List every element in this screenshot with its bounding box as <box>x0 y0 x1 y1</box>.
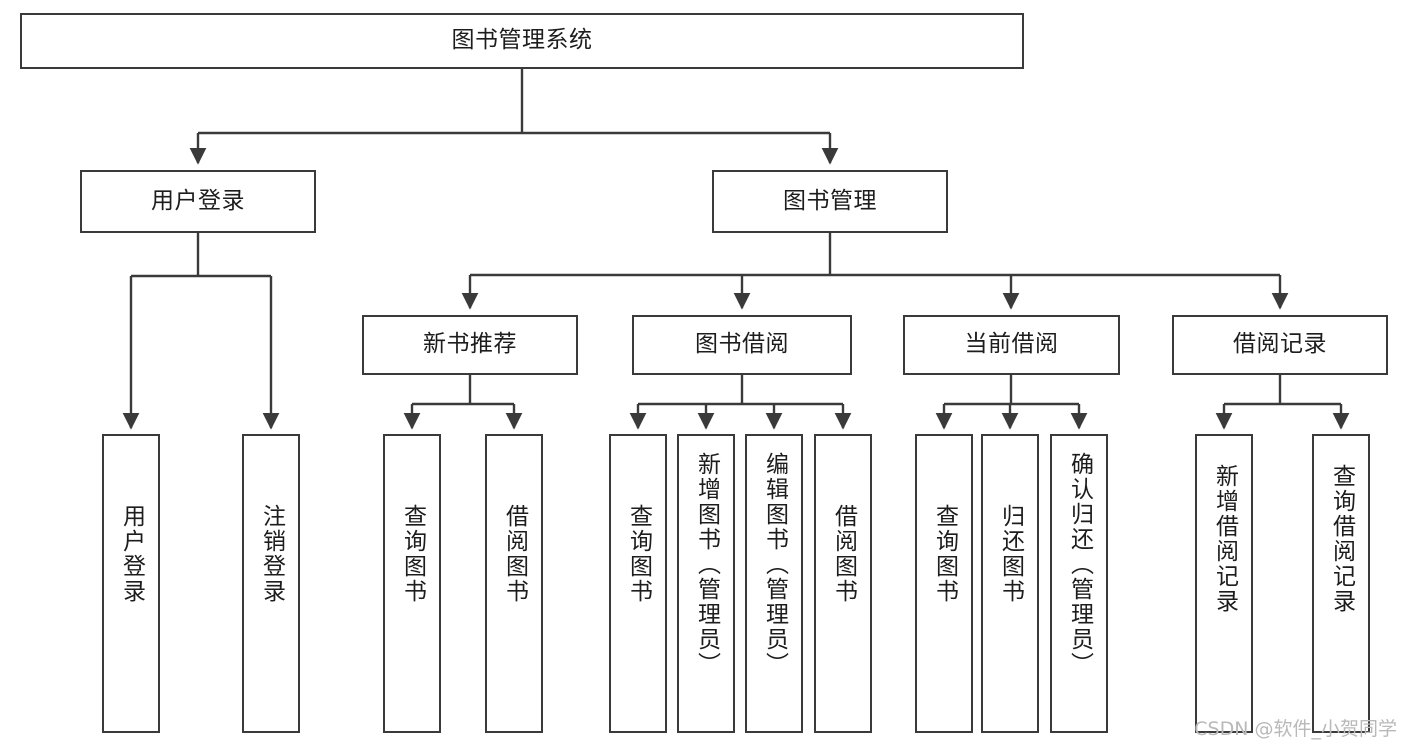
leaf-newbook-query-book[interactable]: 查询图书 <box>383 434 441 733</box>
leaf-bookborrow-add-book-admin[interactable]: 新增图书（管理员） <box>677 434 735 733</box>
leaf-currentborrow-query-book[interactable]: 查询图书 <box>915 434 973 733</box>
leaf-user-login-login[interactable]: 用户登录 <box>102 434 160 733</box>
node-book-management[interactable]: 图书管理 <box>712 170 948 233</box>
csdn-watermark: CSDN @软件_小贺同学 <box>1194 718 1397 740</box>
leaf-user-login-logout[interactable]: 注销登录 <box>242 434 300 733</box>
node-label: 当前借阅 <box>964 331 1059 358</box>
leaf-bookborrow-borrow-book[interactable]: 借阅图书 <box>814 434 872 733</box>
node-new-book-recommend[interactable]: 新书推荐 <box>362 315 578 375</box>
node-label: 用户登录 <box>151 187 245 214</box>
node-label: 归还图书 <box>997 504 1024 604</box>
node-borrow-records[interactable]: 借阅记录 <box>1172 315 1388 375</box>
node-label: 查询图书 <box>399 504 426 604</box>
node-label: 注销登录 <box>258 504 285 604</box>
leaf-currentborrow-confirm-return-admin[interactable]: 确认归还（管理员） <box>1050 434 1108 733</box>
node-label: 新增借阅记录 <box>1211 464 1238 614</box>
leaf-borrowrecords-add-record[interactable]: 新增借阅记录 <box>1195 434 1253 733</box>
node-label: 查询图书 <box>931 504 958 604</box>
leaf-newbook-borrow-book[interactable]: 借阅图书 <box>485 434 543 733</box>
node-label: 新书推荐 <box>423 331 517 358</box>
node-label: 借阅记录 <box>1233 331 1327 358</box>
node-label: 图书管理系统 <box>451 27 593 54</box>
node-book-borrow[interactable]: 图书借阅 <box>632 315 852 375</box>
node-label: 新增图书（管理员） <box>693 452 720 677</box>
node-user-login[interactable]: 用户登录 <box>80 170 316 233</box>
node-label: 借阅图书 <box>501 504 528 604</box>
node-root-book-management-system[interactable]: 图书管理系统 <box>20 13 1024 69</box>
node-label: 图书管理 <box>783 187 877 214</box>
node-label: 用户登录 <box>118 504 145 604</box>
leaf-bookborrow-edit-book-admin[interactable]: 编辑图书（管理员） <box>745 434 803 733</box>
leaf-bookborrow-query-book[interactable]: 查询图书 <box>609 434 667 733</box>
leaf-borrowrecords-query-record[interactable]: 查询借阅记录 <box>1312 434 1370 733</box>
node-label: 确认归还（管理员） <box>1066 452 1093 677</box>
leaf-currentborrow-return-book[interactable]: 归还图书 <box>981 434 1039 733</box>
node-label: 借阅图书 <box>830 504 857 604</box>
node-label: 查询图书 <box>625 504 652 604</box>
node-label: 查询借阅记录 <box>1328 464 1355 614</box>
node-label: 编辑图书（管理员） <box>761 452 788 677</box>
node-current-borrow[interactable]: 当前借阅 <box>903 315 1120 375</box>
node-label: 图书借阅 <box>695 331 789 358</box>
